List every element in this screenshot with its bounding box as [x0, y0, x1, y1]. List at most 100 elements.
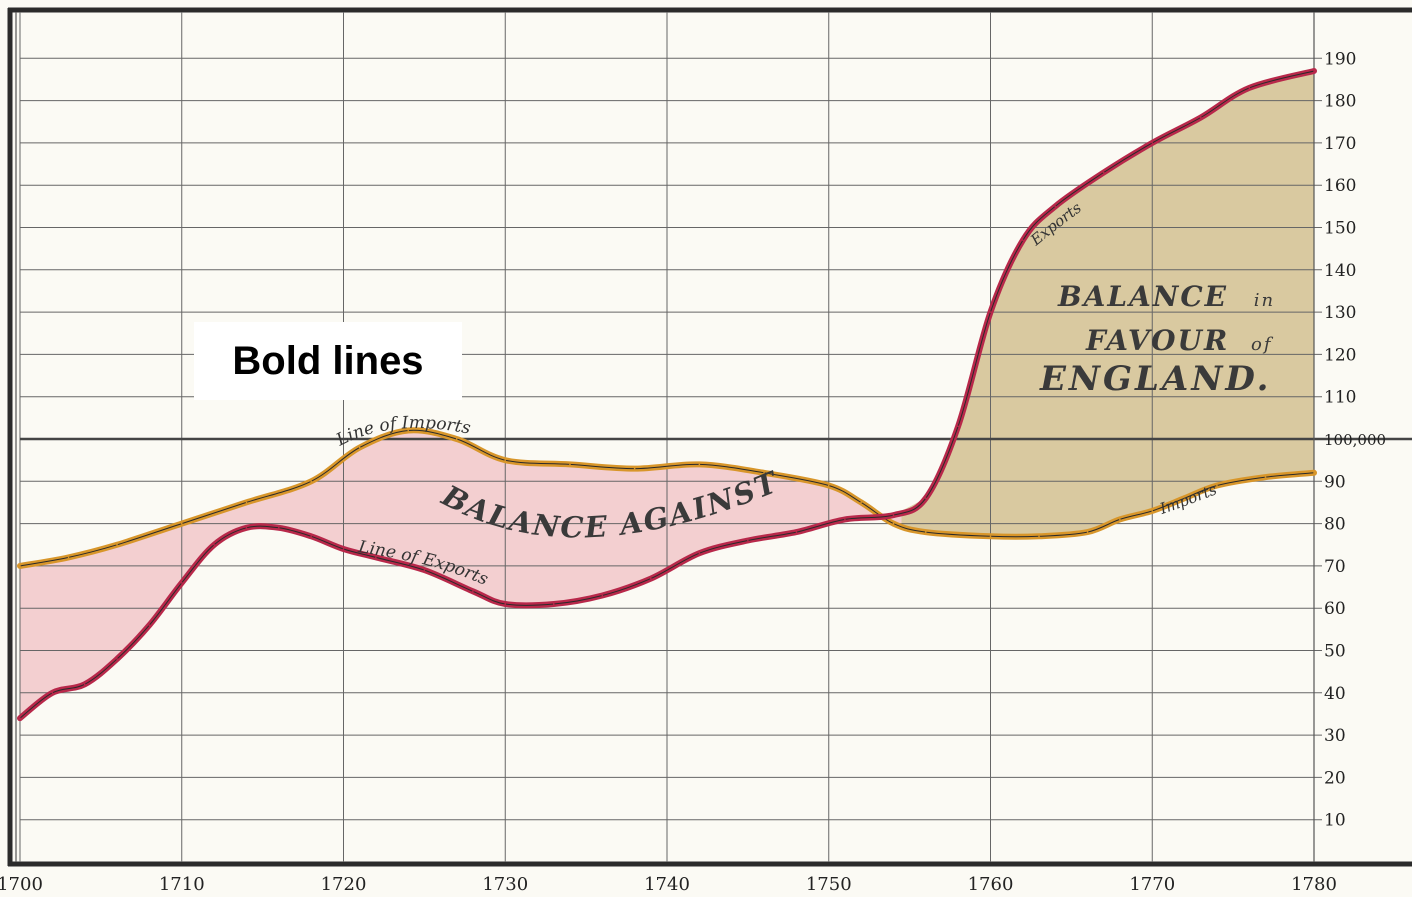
- imports-point: [1086, 531, 1089, 533]
- imports-point: [504, 459, 507, 461]
- imports-point: [698, 463, 701, 466]
- exports-point: [1248, 87, 1251, 89]
- imports-point: [763, 472, 765, 474]
- y-tick-label-120: 120: [1324, 345, 1356, 365]
- y-tick-label-190: 190: [1324, 49, 1356, 69]
- imports-point: [1216, 484, 1218, 487]
- exports-point: [342, 548, 345, 550]
- y-tick-label-100: 100,000: [1324, 431, 1386, 449]
- exports-point: [892, 514, 895, 516]
- exports-point: [844, 518, 846, 521]
- y-tick-label-20: 20: [1324, 768, 1346, 788]
- exports-point: [19, 717, 21, 719]
- in-word: in: [1254, 290, 1275, 311]
- y-tick-label-150: 150: [1324, 219, 1356, 239]
- x-tick-label-1700: 1700: [0, 874, 43, 895]
- exports-point: [245, 527, 248, 529]
- balance-word: BALANCE: [1057, 280, 1228, 313]
- imports-point: [1038, 535, 1040, 538]
- exports-point: [698, 552, 701, 555]
- exports-point: [1313, 70, 1315, 72]
- y-tick-label-160: 160: [1324, 176, 1356, 196]
- exports-point: [601, 594, 604, 597]
- exports-point: [472, 590, 474, 593]
- exports-point: [148, 624, 151, 626]
- balance-against-area: [20, 430, 902, 719]
- bold-lines-callout: Bold lines: [194, 322, 462, 400]
- imports-line-ink: [19, 429, 1315, 567]
- x-tick-label-1720: 1720: [321, 874, 367, 895]
- imports-point: [67, 556, 70, 559]
- imports-point: [1151, 510, 1154, 512]
- y-tick-label-50: 50: [1324, 642, 1346, 662]
- imports-point: [358, 446, 361, 449]
- favour-word: FAVOUR: [1085, 324, 1229, 357]
- imports-point: [455, 438, 458, 440]
- exports-point: [795, 531, 798, 533]
- y-tick-label-180: 180: [1324, 92, 1356, 112]
- y-tick-label-60: 60: [1324, 599, 1346, 619]
- balance-in-label: BALANCE in: [1057, 280, 1275, 313]
- of-word: of: [1251, 334, 1274, 355]
- exports-point: [989, 311, 992, 313]
- y-tick-label-130: 130: [1324, 303, 1356, 323]
- imports-point: [633, 467, 636, 470]
- exports-point: [51, 692, 54, 694]
- imports-point: [892, 522, 895, 525]
- england-label: ENGLAND.: [1039, 359, 1272, 399]
- exports-point: [310, 535, 312, 538]
- x-tick-label-1760: 1760: [968, 874, 1014, 895]
- imports-point: [860, 501, 862, 504]
- exports-point: [1022, 239, 1024, 241]
- y-tick-label-80: 80: [1324, 515, 1346, 535]
- exports-point: [1102, 171, 1105, 174]
- imports-point: [407, 429, 410, 432]
- exports-line-ink: [19, 70, 1315, 719]
- x-tick-label-1740: 1740: [644, 874, 690, 895]
- exports-point: [180, 582, 183, 584]
- balance-favour-area: [901, 71, 1314, 537]
- imports-point: [827, 484, 830, 487]
- exports-point: [83, 683, 86, 686]
- imports-point: [569, 463, 571, 466]
- y-tick-label-30: 30: [1324, 726, 1346, 746]
- y-tick-label-140: 140: [1324, 261, 1356, 281]
- imports-point: [310, 480, 312, 483]
- y-tick-label-10: 10: [1324, 811, 1346, 831]
- x-tick-label-1750: 1750: [806, 874, 852, 895]
- y-tick-label-90: 90: [1324, 472, 1346, 492]
- imports-point: [1264, 476, 1267, 478]
- y-tick-label-40: 40: [1324, 684, 1346, 704]
- exports-point: [552, 603, 555, 605]
- x-tick-label-1770: 1770: [1129, 874, 1175, 895]
- exports-point: [375, 556, 377, 559]
- imports-point: [989, 535, 992, 538]
- imports-point: [1183, 497, 1186, 500]
- x-tick-label-1710: 1710: [159, 874, 205, 895]
- exports-point: [747, 539, 749, 542]
- exports-point: [1199, 116, 1202, 119]
- exports-point: [116, 658, 118, 660]
- imports-point: [180, 522, 183, 525]
- imports-point: [116, 543, 118, 546]
- exports-point: [1054, 205, 1056, 208]
- imports-point: [245, 501, 248, 504]
- imports-point: [1119, 518, 1121, 521]
- y-tick-label-70: 70: [1324, 557, 1346, 577]
- imports-point: [1313, 472, 1315, 474]
- y-tick-label-170: 170: [1324, 134, 1356, 154]
- exports-point: [278, 527, 280, 529]
- exports-point: [650, 577, 652, 580]
- exports-point: [423, 569, 426, 571]
- x-tick-label-1780: 1780: [1291, 874, 1337, 895]
- exports-point: [1151, 142, 1154, 144]
- imports-point: [19, 565, 21, 567]
- x-tick-label-1730: 1730: [482, 874, 528, 895]
- exports-point: [957, 425, 959, 428]
- exports-point: [504, 603, 507, 605]
- exports-point: [213, 543, 215, 546]
- imports-point: [925, 531, 927, 533]
- exports-point: [925, 497, 927, 500]
